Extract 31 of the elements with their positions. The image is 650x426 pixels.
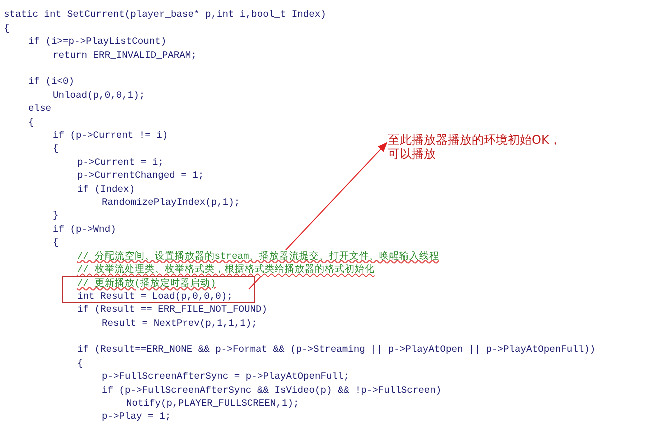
code-line: if (p->FullScreenAfterSync && IsVideo(p) && !p->FullScreen) bbox=[102, 384, 442, 397]
code-line: if (Index) bbox=[78, 182, 136, 196]
code-line: } bbox=[53, 209, 59, 223]
highlight-box bbox=[62, 276, 255, 303]
code-comment: // 枚举流处理类、枚举格式类，根据格式类给播放器的格式初始化 bbox=[78, 262, 375, 276]
code-line: { bbox=[53, 236, 59, 250]
code-line: if (i>=p->PlayListCount) bbox=[28, 35, 167, 48]
code-line: Unload(p,0,0,1); bbox=[53, 88, 146, 102]
code-line: if (i<0) bbox=[28, 75, 75, 89]
code-line: int Result = Load(p,0,0,0); bbox=[78, 290, 233, 304]
code-line: static int SetCurrent(player_base* p,int i,bool_t Index) bbox=[4, 8, 326, 22]
code-line: Notify(p,PLAYER_FULLSCREEN,1); bbox=[126, 396, 300, 410]
code-line: p->Play = 1; bbox=[102, 410, 172, 424]
code-line: p->Current = i; bbox=[78, 156, 164, 170]
code-line: return ERR_INVALID_PARAM; bbox=[53, 48, 197, 62]
code-line: else bbox=[28, 102, 52, 116]
code-line: if (p->Wnd) bbox=[53, 222, 116, 236]
code-comment: // 更新播放(播放定时器启动) bbox=[78, 276, 216, 290]
code-line: p->CurrentChanged = 1; bbox=[78, 169, 204, 182]
annotation-text: 至此播放器播放的环境初始OK，可以播放 bbox=[388, 133, 562, 161]
code-line: { bbox=[4, 22, 10, 36]
code-line: if (Result==ERR_NONE && p->Format && (p->Streaming || p->PlayAtOpen || p->PlayAtOpenFull)) bbox=[78, 343, 596, 357]
code-line: if (Result == ERR_FILE_NOT_FOUND) bbox=[78, 303, 268, 316]
code-line: { bbox=[28, 116, 34, 129]
code-line: if (p->Current != i) bbox=[53, 128, 168, 142]
code-line: { bbox=[78, 356, 84, 370]
code-line: p->FullScreenAfterSync = p->PlayAtOpenFull; bbox=[102, 370, 350, 384]
code-line: { bbox=[53, 142, 59, 156]
code-line: RandomizePlayIndex(p,1); bbox=[102, 196, 240, 210]
code-comment: // 分配流空间、设置播放器的stream、播放器流提交、打开文件、唤醒输入线程 bbox=[78, 250, 440, 263]
code-line: Result = NextPrev(p,1,1,1); bbox=[102, 316, 258, 330]
